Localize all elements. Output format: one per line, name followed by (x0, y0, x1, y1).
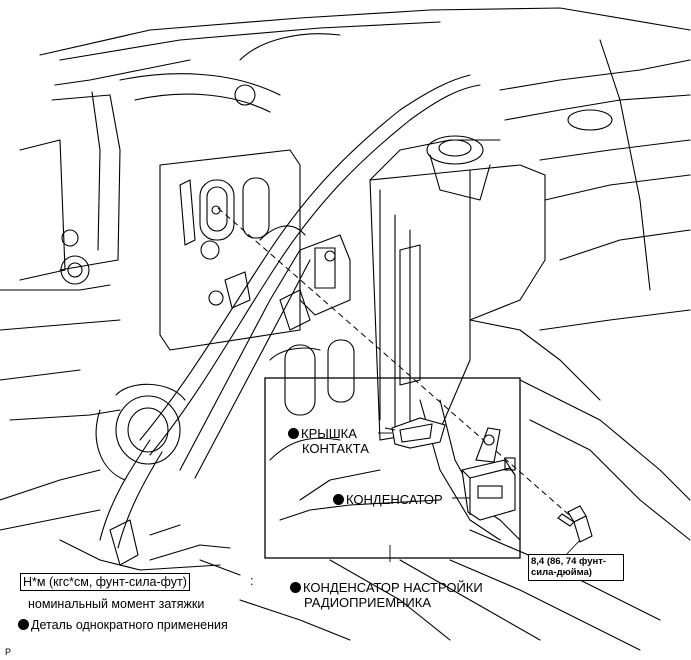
bullet-icon (18, 619, 29, 630)
label-radio-capacitor-line2: РАДИОПРИЕМНИКА (304, 595, 431, 610)
label-contact-cover-line1: КРЫШКА (301, 426, 357, 441)
legend-unit-box: Н*м (кгс*см, фунт-сила-фут) (20, 573, 190, 591)
bolt-part (557, 505, 593, 543)
torque-spec-box: 8,4 (86, 74 фунт-сила-дюйма) (528, 554, 624, 581)
center-panel (159, 149, 301, 351)
bullet-icon (333, 494, 344, 505)
bullet-icon (288, 428, 299, 439)
contact-cover-part (384, 417, 446, 449)
label-contact-cover: КРЫШКА КОНТАКТА (288, 426, 369, 456)
legend-unit-colon: : (250, 574, 254, 588)
connector (299, 234, 351, 316)
mounting-axis (217, 207, 576, 521)
right-pillar (369, 169, 471, 441)
callout-box (264, 377, 521, 559)
legend-one-time-text: Деталь однократного применения (31, 618, 228, 632)
label-contact-cover-line2: КОНТАКТА (302, 441, 369, 456)
legend-one-time: Деталь однократного применения (18, 618, 228, 633)
body-outline-top (39, 7, 691, 56)
legend-torque-desc: номинальный момент затяжки (28, 597, 205, 611)
bullet-icon (290, 582, 301, 593)
legend-unit-text: Н*м (кгс*см, фунт-сила-фут) (23, 575, 187, 589)
label-capacitor: КОНДЕНСАТОР (333, 492, 443, 507)
figure-code: P (5, 647, 12, 657)
torque-spec-text: 8,4 (86, 74 фунт-сила-дюйма) (531, 556, 607, 578)
cable (139, 74, 471, 441)
label-radio-capacitor-line1: КОНДЕНСАТОР НАСТРОЙКИ (303, 580, 483, 595)
label-radio-capacitor: КОНДЕНСАТОР НАСТРОЙКИ РАДИОПРИЕМНИКА (290, 580, 483, 610)
capacitor-part (461, 427, 516, 521)
label-capacitor-text: КОНДЕНСАТОР (346, 492, 443, 507)
